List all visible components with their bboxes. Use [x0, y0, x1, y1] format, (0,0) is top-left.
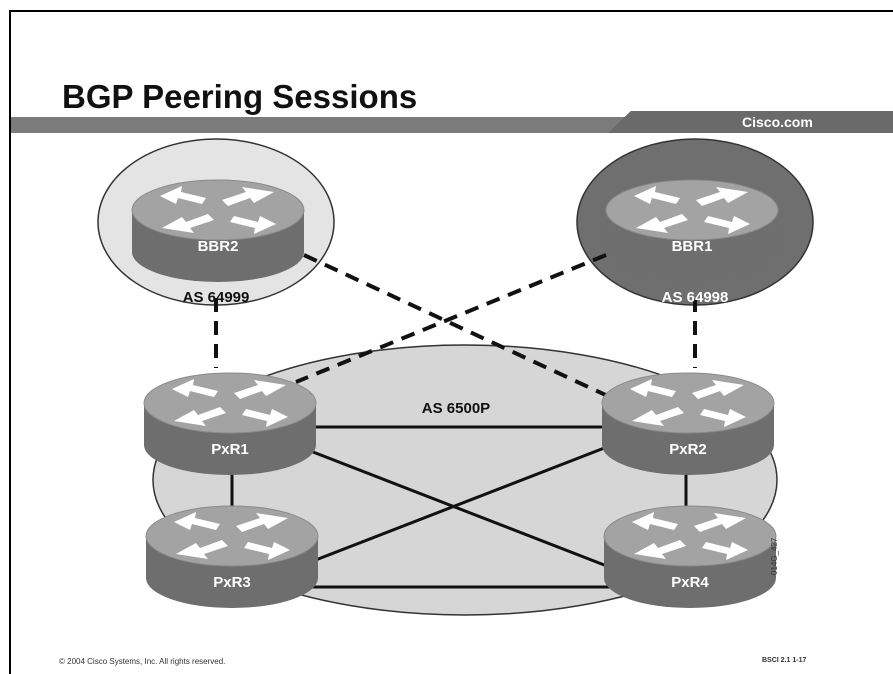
router-icon	[603, 505, 777, 609]
brand-label: Cisco.com	[742, 114, 813, 130]
router-label: PxR2	[669, 441, 707, 458]
figure-code: 014G_427	[770, 537, 779, 575]
router-label: PxR3	[213, 574, 251, 591]
router-label: PxR4	[671, 574, 709, 591]
router-icon	[131, 179, 305, 283]
router-icon	[143, 372, 317, 476]
router-label: PxR1	[211, 441, 249, 458]
router-label: BBR1	[672, 238, 713, 255]
link-bbr2-pxr2	[303, 253, 613, 400]
frame-border-top	[9, 10, 893, 12]
as-label-internal: AS 6500P	[422, 400, 490, 417]
course-footer: BSCI 2.1 1-17	[762, 657, 807, 664]
copyright-footer: © 2004 Cisco Systems, Inc. All rights re…	[59, 657, 226, 666]
router-icon	[601, 372, 775, 476]
as-label-bbr2: AS 64999	[183, 289, 250, 306]
frame-border-left	[9, 10, 11, 674]
header-tab	[608, 111, 893, 133]
dashed-links	[214, 253, 697, 400]
link-pxr2-pxr3	[294, 443, 613, 570]
router-icon	[605, 179, 779, 283]
link-bbr1-pxr1	[295, 253, 607, 384]
router-label: BBR2	[198, 238, 239, 255]
router-icon	[145, 505, 319, 609]
as-label-bbr1: AS 64998	[662, 289, 729, 306]
page-title: BGP Peering Sessions	[62, 78, 418, 115]
